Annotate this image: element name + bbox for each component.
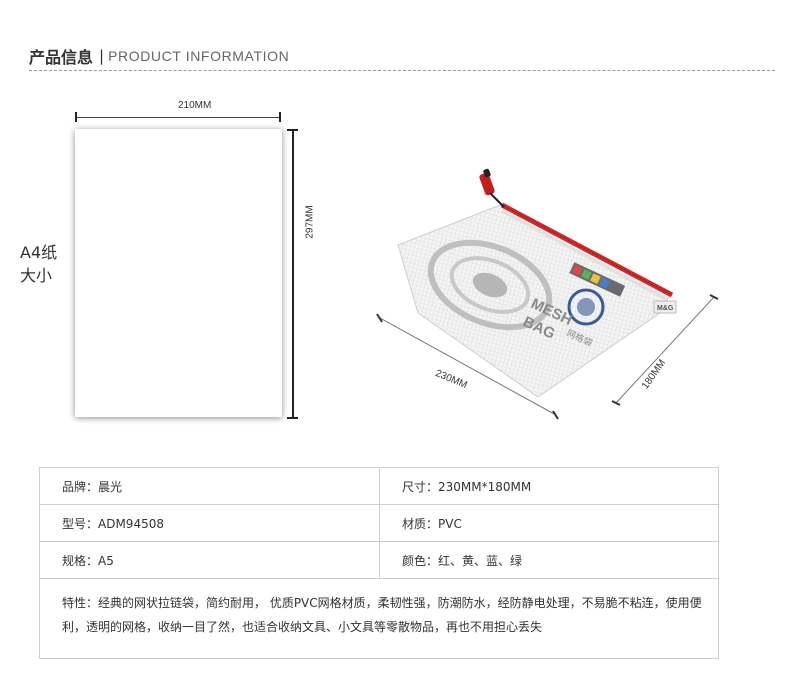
a4-paper-sheet [75,129,282,417]
a4-width-label: 210MM [178,100,212,111]
section-title-cn: 产品信息 [29,48,94,67]
width-dimension-cap-right [279,112,281,122]
bag-label-strip [569,262,626,297]
bag-logo-tag [653,300,677,314]
bag-body: MESH BAG 网格袋 M&G [397,204,677,398]
spec-brand: 品牌：晨光 [39,467,380,505]
a4-size-caption: A4纸 大小 [20,241,57,287]
height-dimension-line [292,130,294,418]
spec-colors: 颜色：红、黄、蓝、绿 [379,541,719,579]
spec-format: 规格：A5 [39,541,380,579]
height-dimension-cap-bottom [287,417,298,419]
spec-size: 尺寸：230MM*180MM [379,467,719,505]
section-title-en: PRODUCT INFORMATION [108,48,290,64]
bag-logo: M&G [657,305,674,312]
table-row: 品牌：晨光 尺寸：230MM*180MM [39,467,719,505]
header-divider [29,70,775,71]
mesh-bag-image: MESH BAG 网格袋 M&G [376,168,719,420]
stamp-icon [567,288,605,326]
a4-caption-line2: 大小 [20,266,53,285]
bag-height-dimension-line [611,294,719,406]
table-row: 型号：ADM94508 材质：PVC [39,504,719,542]
bag-zipper [500,202,674,301]
spec-table: 品牌：晨光 尺寸：230MM*180MM 型号：ADM94508 材质：PVC … [39,467,719,659]
table-row: 特性：经典的网状拉链袋，简约耐用， 优质PVC网格材质，柔韧性强，防潮防水，经防… [39,578,719,659]
title-separator: | [99,47,105,65]
a4-height-label: 297MM [304,205,316,239]
zipper-pull-icon [479,168,505,208]
section-header: 产品信息 | PRODUCT INFORMATION [29,44,289,68]
bag-width-dimension-line [376,313,559,420]
spec-material: 材质：PVC [379,504,719,542]
spec-model: 型号：ADM94508 [39,504,380,542]
width-dimension-line [76,117,280,118]
spec-features: 特性：经典的网状拉链袋，简约耐用， 优质PVC网格材质，柔韧性强，防潮防水，经防… [39,578,719,659]
table-row: 规格：A5 颜色：红、黄、蓝、绿 [39,541,719,579]
a4-caption-line1: A4纸 [20,243,58,262]
